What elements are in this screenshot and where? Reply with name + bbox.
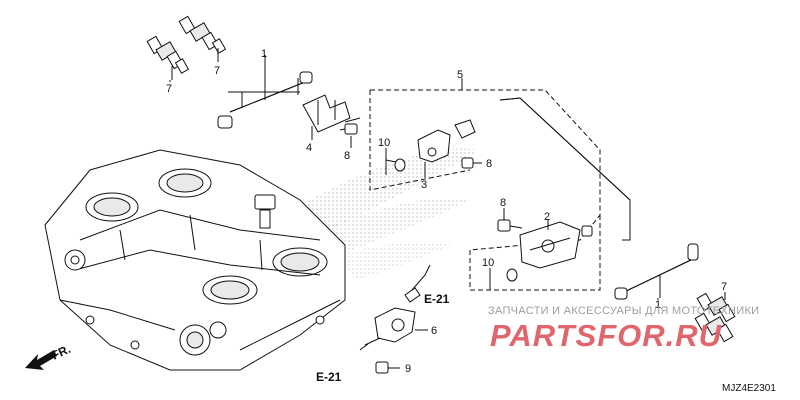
callout-8-a: 8: [344, 150, 350, 162]
sensor-bracket-3: [417, 119, 476, 178]
sensor-6: [359, 264, 431, 351]
callout-1-a: 1: [261, 48, 267, 60]
watermark-logo: PARTSFOR.RU: [490, 318, 723, 353]
callout-8-c: 8: [500, 197, 506, 209]
callout-2: 2: [544, 211, 550, 223]
front-label: FR.: [49, 342, 72, 363]
diagram-code: MJZ4E2301: [722, 383, 776, 394]
washer-pin-10-lower: [489, 268, 518, 290]
callout-6: 6: [431, 325, 437, 337]
reference-e21-lower: E-21: [316, 370, 342, 384]
assembly-5-frame: [369, 78, 601, 251]
injector-lower-right: [694, 292, 736, 343]
watermark-caption: ЗАПЧАСТИ И АКСЕССУАРЫ ДЛЯ МОТОТЕХНИКИ: [488, 305, 760, 317]
throttle-body-assembly: [44, 149, 346, 371]
leader-lines: [169, 55, 659, 300]
bolt-8-upper-left: [339, 123, 358, 148]
callout-8-b: 8: [486, 158, 492, 170]
front-direction-arrow-icon: [25, 350, 57, 370]
shaft-1: [217, 60, 313, 129]
callout-10-b: 10: [482, 257, 494, 269]
callout-5: 5: [457, 69, 463, 81]
callout-9: 9: [405, 363, 411, 375]
throttle-sensor-2: [469, 215, 601, 291]
callout-7-a: 7: [166, 83, 172, 95]
callout-7-b: 7: [214, 65, 220, 77]
bolt-8-upper-right: [461, 157, 482, 169]
callout-7-c: 7: [721, 281, 727, 293]
callout-3: 3: [421, 179, 427, 191]
bolt-9: [375, 361, 400, 374]
injector-top-center: [178, 15, 227, 62]
reference-e21-upper: E-21: [424, 292, 450, 306]
bolt-8-lower: [497, 208, 523, 232]
callout-1-b: 1: [655, 299, 661, 311]
shaft-1-lower: [614, 243, 699, 300]
callout-4: 4: [306, 142, 312, 154]
washer-pin-10-upper: [385, 150, 406, 175]
wing-emblem-background: [300, 148, 480, 280]
injector-top-left: [146, 35, 190, 80]
bracket-4: [302, 94, 361, 140]
callout-10-a: 10: [378, 137, 390, 149]
link-rod: [499, 97, 631, 241]
